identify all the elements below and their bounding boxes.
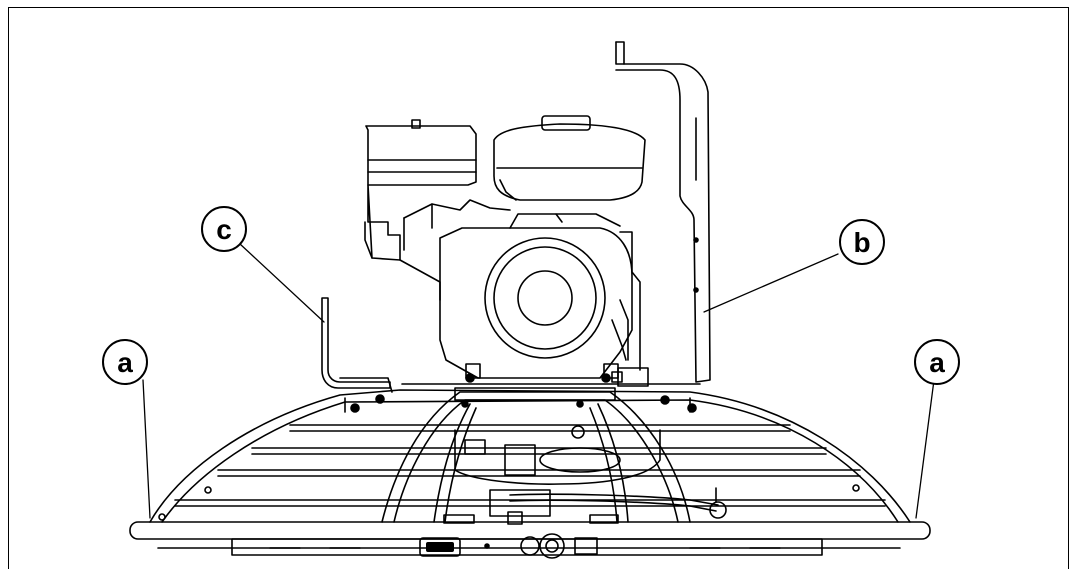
- guard-ring: [149, 373, 911, 523]
- callout-a-right-label: a: [929, 347, 945, 378]
- lifting-hook: [321, 297, 391, 389]
- callout-c-label: c: [216, 214, 232, 245]
- callout-b-label: b: [853, 227, 870, 258]
- engine: [339, 115, 701, 393]
- gearbox: [454, 425, 727, 519]
- callout-c: c: [201, 206, 247, 252]
- diagram-frame: [8, 7, 1069, 569]
- leader-lines: [142, 243, 935, 519]
- base-blades: [129, 511, 931, 559]
- lift-arches: [381, 387, 691, 523]
- handle-bar: [615, 41, 711, 383]
- callout-b: b: [839, 219, 885, 265]
- callout-a-right: a: [914, 339, 960, 385]
- callout-a-left-label: a: [117, 347, 133, 378]
- callout-a-left: a: [102, 339, 148, 385]
